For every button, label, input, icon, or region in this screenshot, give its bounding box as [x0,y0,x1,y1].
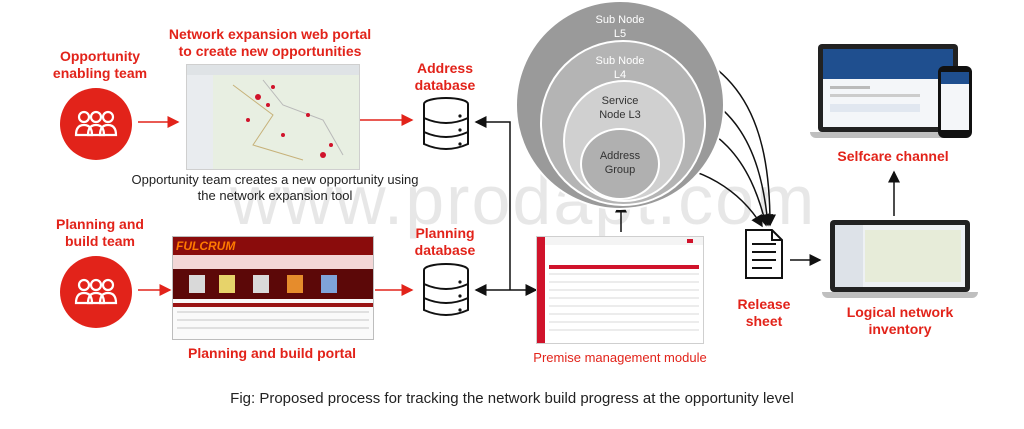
web-portal-title: Network expansion web portal to create n… [168,26,372,59]
planning-portal-screenshot: FULCRUM [172,236,374,340]
watermark: www.prodapt.com [230,161,817,239]
arrow-addressdb-premise [474,116,511,290]
node-l5-label: Sub Node L5 [595,14,645,40]
release-sheet-icon [745,229,783,279]
inventory-laptop [830,220,970,292]
planning-db-label: Planning database [414,225,476,258]
planning-db-icon [423,263,469,316]
node-l4-label: Sub Node L4 [595,55,645,81]
web-portal-caption: Opportunity team creates a new opportuni… [131,172,419,204]
planning-team-icon [60,256,132,328]
opportunity-team-label: Opportunity enabling team [52,48,148,81]
opportunity-team-icon [60,88,132,160]
address-group-label: Address Group [599,150,641,176]
premise-module-title: Premise management module [533,350,707,365]
selfcare-label: Selfcare channel [837,148,949,164]
inventory-laptop-base [822,292,978,298]
inventory-label: Logical network inventory [846,304,954,337]
address-db-label: Address database [414,60,476,93]
fulcrum-logo: FULCRUM [176,239,236,253]
address-group-circle [580,128,660,200]
selfcare-laptop-base [810,132,966,138]
selfcare-phone [938,66,972,138]
premise-module-screenshot [536,236,704,344]
node-l3-label: Service Node L3 [599,95,641,121]
planning-team-label: Planning and build team [56,216,144,249]
release-sheet-label: Release sheet [737,296,791,329]
address-db-icon [423,97,469,150]
selfcare-laptop [818,44,958,132]
figure-caption: Fig: Proposed process for tracking the n… [230,390,794,407]
planning-portal-title: Planning and build portal [188,345,356,361]
web-portal-screenshot [186,64,360,170]
